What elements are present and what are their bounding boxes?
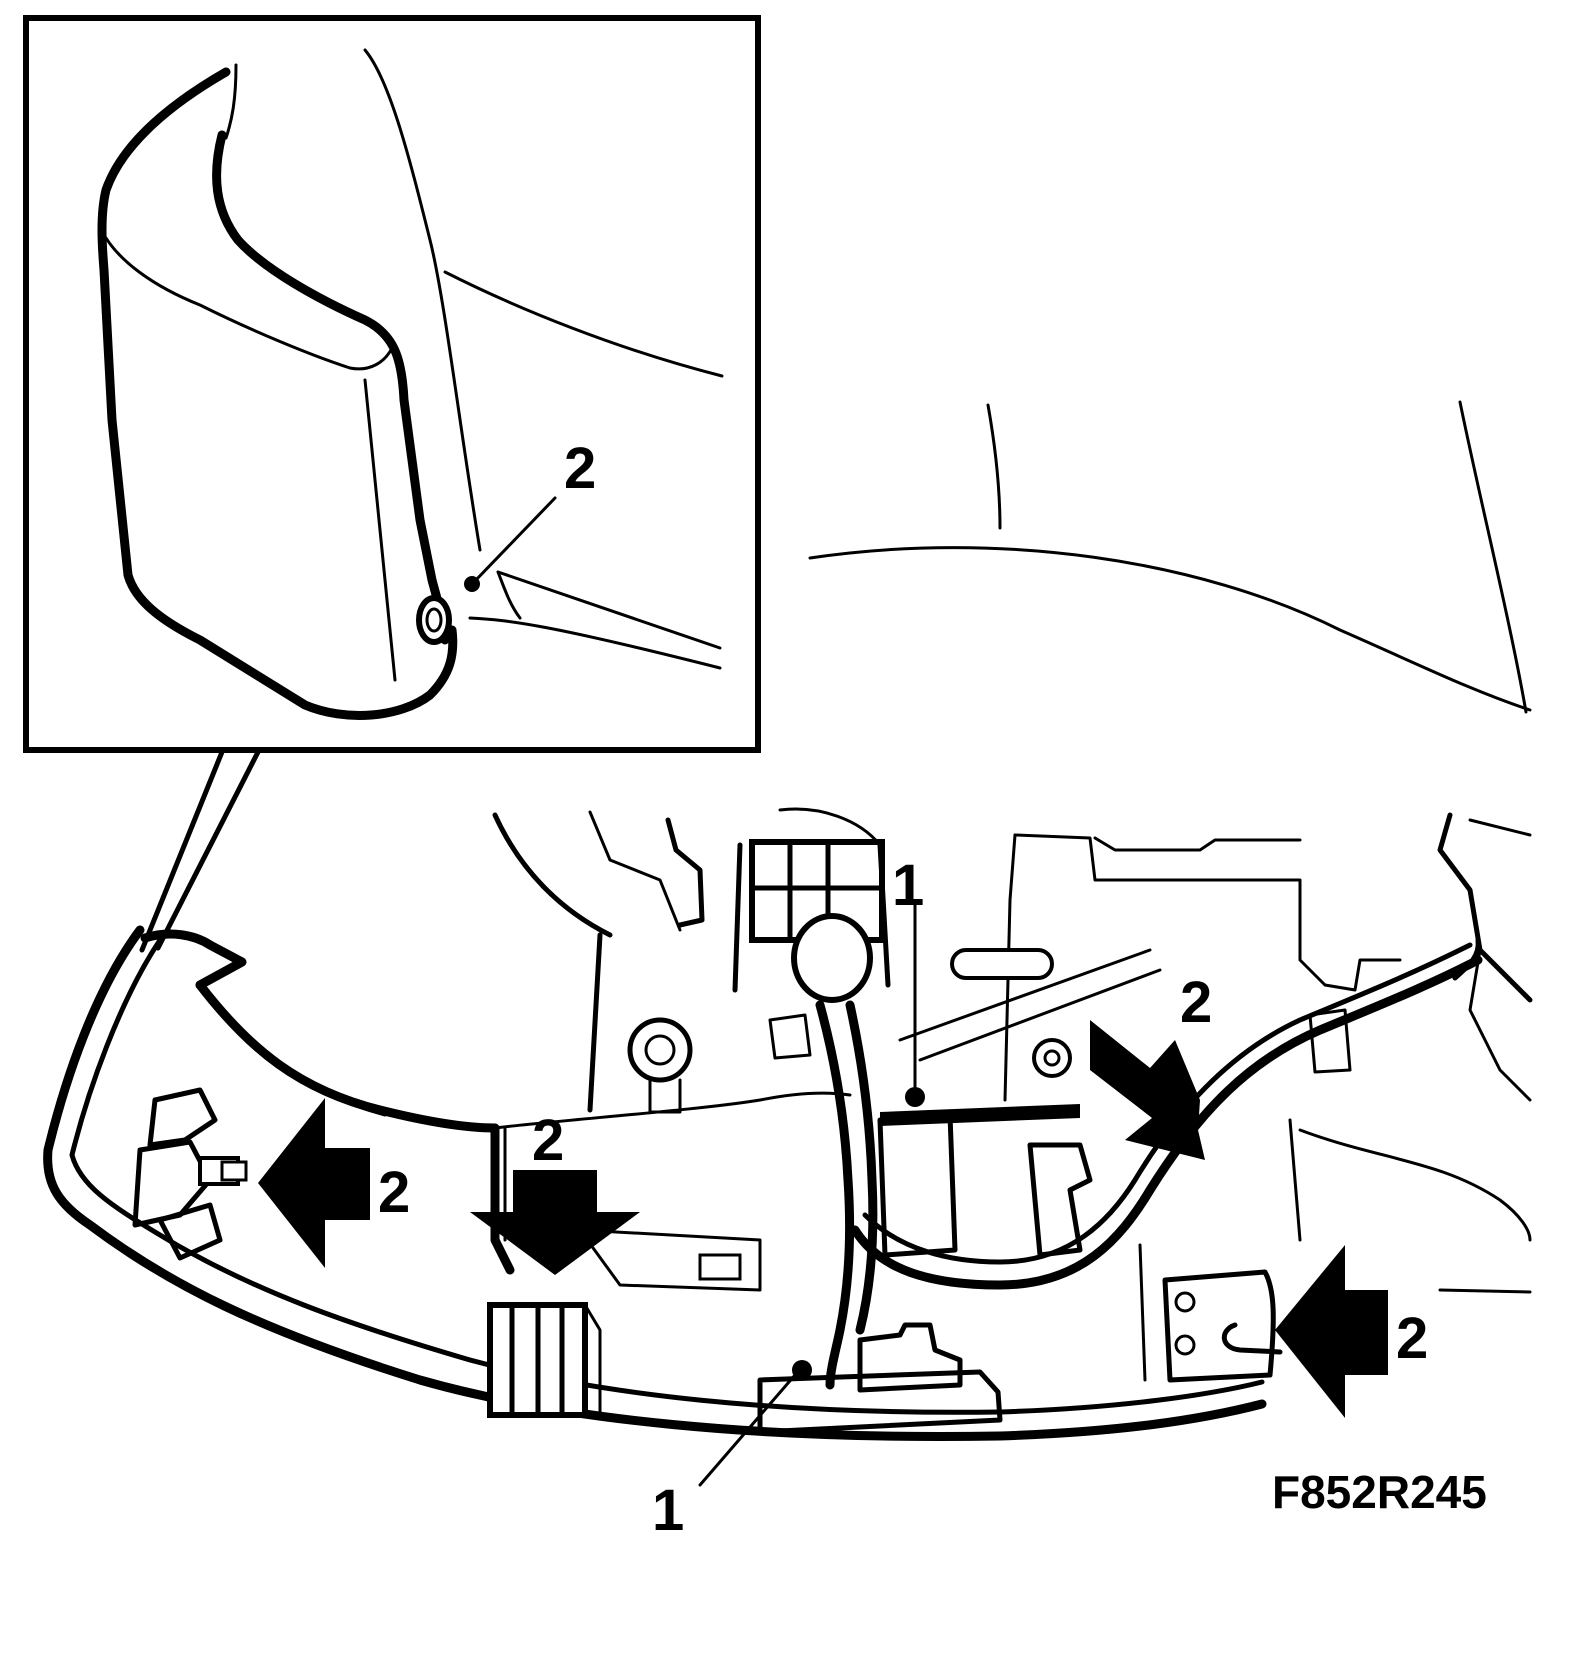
- inset-frame: [23, 15, 761, 753]
- retaining-strap: [880, 1104, 1080, 1126]
- callout-1-bottom: 1: [652, 1478, 684, 1543]
- connector-block: [487, 1302, 602, 1418]
- inset-pillar-left: [224, 63, 238, 140]
- tray-inner-shell: [69, 937, 1265, 1415]
- detail-inset: 2: [23, 15, 761, 753]
- upper-framework: [492, 807, 1402, 1114]
- figure-code: F852R245: [1272, 1466, 1487, 1518]
- arrow-left: 2: [258, 1098, 410, 1268]
- inset-pillar-right: [363, 48, 482, 552]
- main-assembly: 1 1 2 2 2 2: [43, 807, 1533, 1543]
- tray-upper-curve: [195, 980, 500, 1133]
- inset-cover-outline: [97, 67, 458, 720]
- inset-leader-2: [472, 496, 557, 584]
- arrow-diagonal-label: 2: [1180, 970, 1212, 1035]
- arrow-down-label: 2: [532, 1108, 564, 1173]
- left-latch: [132, 1087, 248, 1261]
- inset-cover-inner-edge: [212, 130, 450, 645]
- tray-top-rim: [140, 929, 247, 990]
- inset-trim-end: [496, 570, 522, 620]
- inset-trim-upper: [496, 570, 722, 650]
- inset-cover-top-rim: [104, 236, 394, 371]
- leader-1-bottom: [698, 1373, 797, 1487]
- inset-leader-dot: [464, 576, 480, 592]
- arrow-right-label: 2: [1396, 1306, 1428, 1371]
- wiring-harness: [757, 937, 1483, 1435]
- center-channel: [490, 1123, 515, 1275]
- arrow-right: 2: [1275, 1245, 1428, 1418]
- callout-1-top: 1: [892, 853, 924, 918]
- right-structure: [1138, 812, 1533, 1383]
- inset-panel-line: [443, 270, 724, 378]
- arrow-left-label: 2: [378, 1160, 410, 1225]
- tray-outer-shell: [43, 925, 1267, 1442]
- arrow-down: 2: [470, 1108, 640, 1275]
- inset-cover-fold: [363, 378, 397, 682]
- inset-clip: [416, 595, 452, 645]
- inset-callout-2: 2: [564, 436, 596, 501]
- inset-trim-lower: [468, 616, 722, 670]
- vehicle-body-lines: [808, 400, 1532, 714]
- arrow-diagonal: 2: [1090, 970, 1212, 1160]
- zoom-pointer: [139, 749, 261, 953]
